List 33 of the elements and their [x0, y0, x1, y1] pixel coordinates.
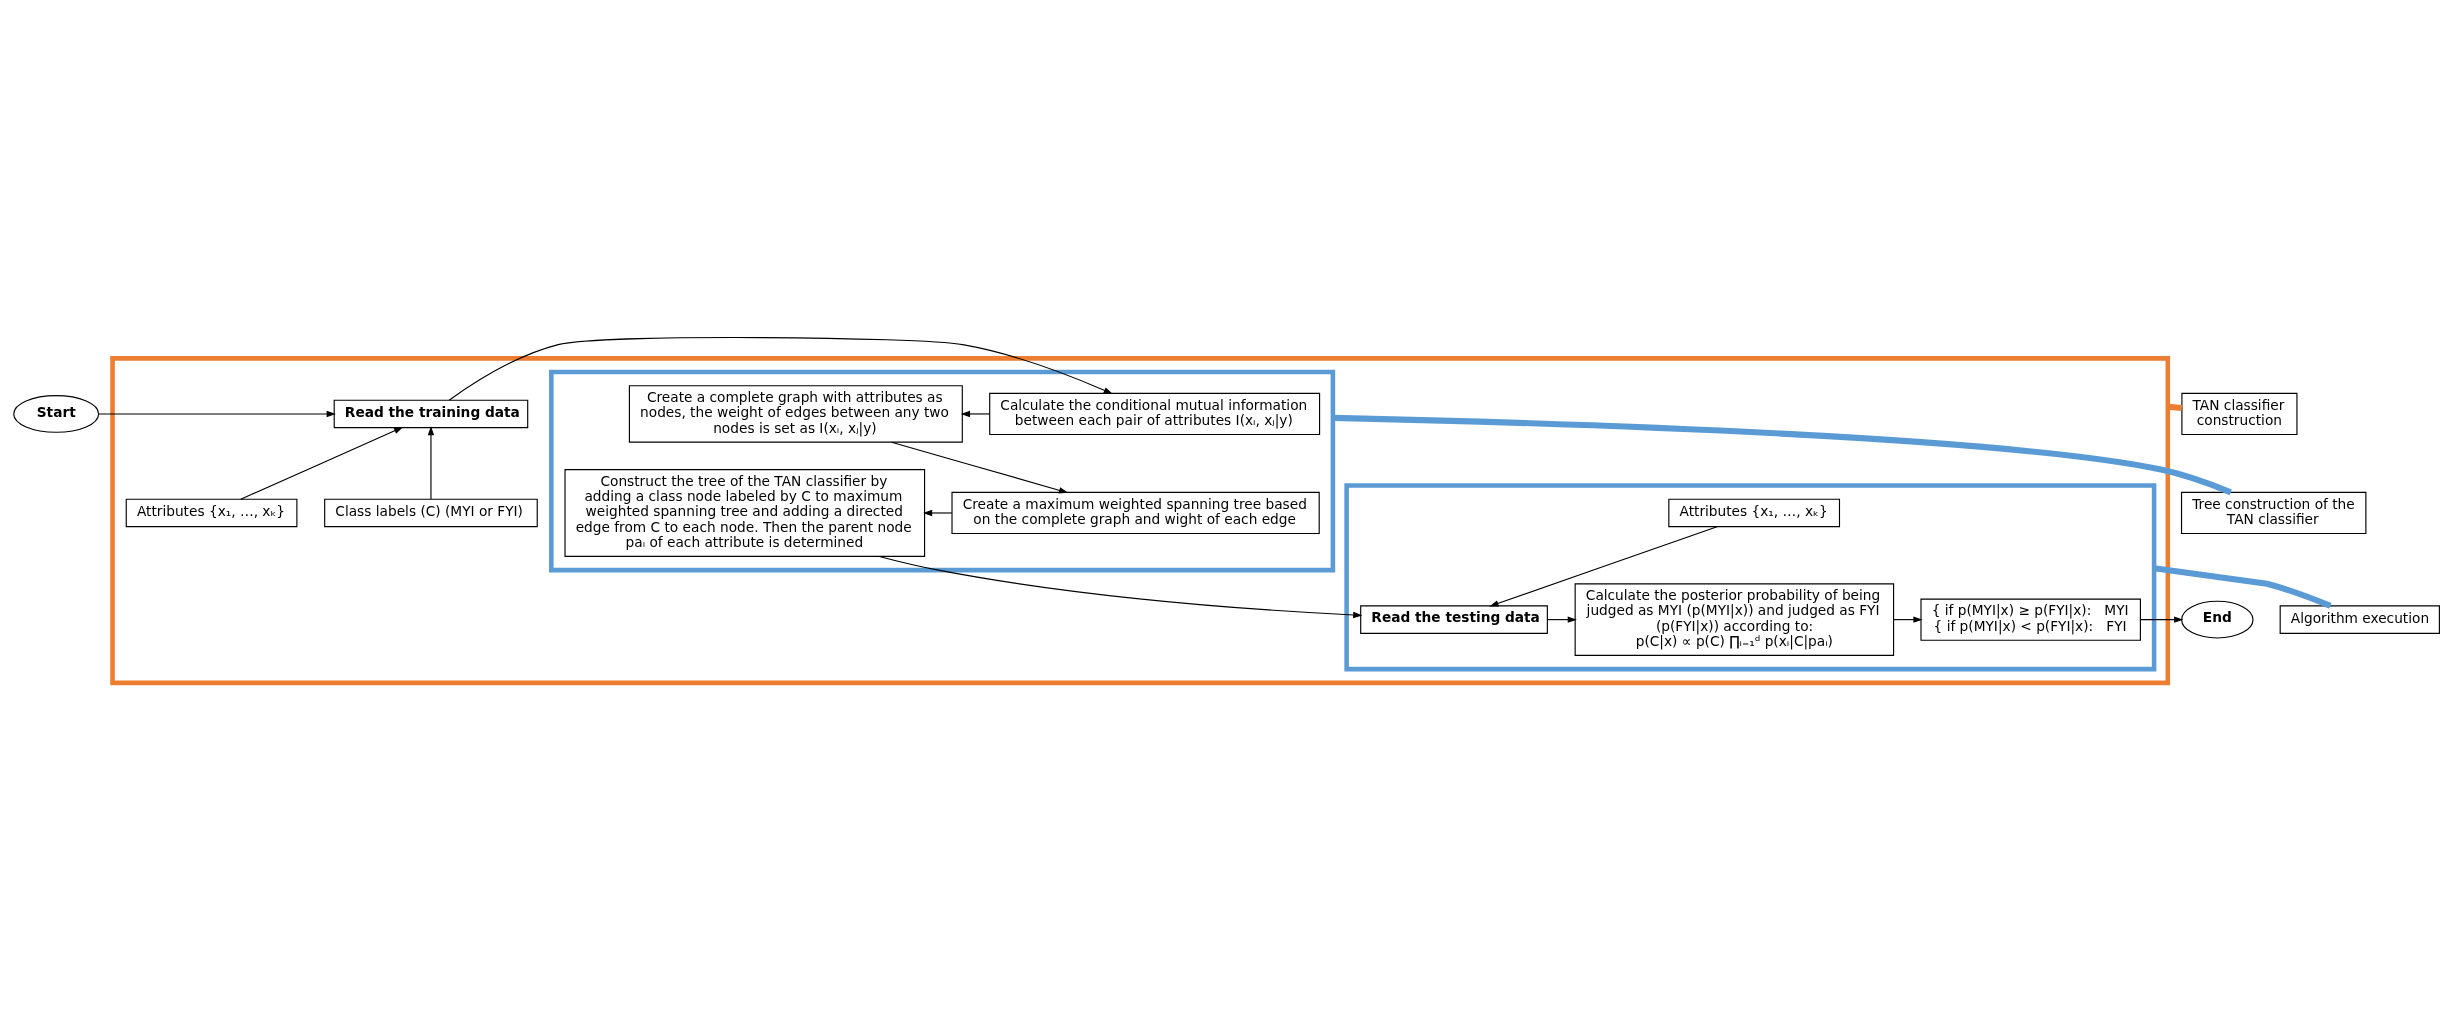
node-box: Calculate the conditional mutual information between each pair of attributes I(xᵢ, xⱼ|y) — [989, 392, 1321, 435]
node-box: Tree construction of the TAN classifier — [2180, 491, 2367, 534]
arrow — [448, 336, 1113, 401]
cluster — [1344, 482, 2157, 671]
arrow — [1546, 615, 1577, 623]
connector — [1332, 414, 2232, 495]
arrow — [2139, 615, 2184, 623]
arrow — [923, 509, 953, 516]
node-box: Attributes {x₁, …, xₖ} — [125, 498, 298, 527]
node-box: Read the testing data — [1360, 604, 1548, 634]
node-box: Construct the tree of the TAN classifier by adding a class node labeled by C to maximum weighted spanning tree and adding a directed edge from C to each node. Then the parent node paᵢ of each attribute is determined — [564, 468, 926, 557]
connector — [2153, 564, 2332, 609]
node-box: Create a complete graph with attributes as nodes, the weight of edges between any two nodes is set as I(xᵢ, xⱼ|y) — [628, 384, 963, 443]
arrow — [1893, 615, 1923, 623]
node-box: Attributes {x₁, …, xₖ} — [1668, 498, 1841, 527]
arrow — [98, 410, 336, 417]
arrow — [427, 425, 435, 500]
arrow — [878, 555, 1363, 618]
node-box: Read the training data — [333, 399, 529, 428]
node-box: Class labels (C) (MYI or FYI) — [324, 498, 538, 527]
node-box: Algorithm execution — [2279, 604, 2440, 634]
node-box: Create a maximum weighted spanning tree based on the complete graph and wight of each edge — [951, 491, 1320, 534]
node-box: TAN classifier construction — [2181, 392, 2298, 435]
arrow — [240, 426, 404, 500]
arrow — [1489, 525, 1718, 606]
arrow — [960, 410, 991, 417]
node-box: { if p(MYI|x) ≥ p(FYI|x): MYI { if p(MYI|x) < p(FYI|x): FYI — [1920, 598, 2141, 641]
connector — [2167, 403, 2183, 411]
node-ellipse: End — [2181, 600, 2254, 639]
cluster — [110, 355, 2171, 685]
node-ellipse: Start — [13, 394, 100, 433]
node-box: Calculate the posterior probability of being judged as MYI (p(MYI|x)) and judged as FYI (p(FYI|x)) according to: p(C|x) ∝ p(C) ∏ᵢ₌₁ᵈ p(xᵢ|C|paᵢ) — [1574, 582, 1895, 656]
cluster — [549, 369, 1336, 572]
